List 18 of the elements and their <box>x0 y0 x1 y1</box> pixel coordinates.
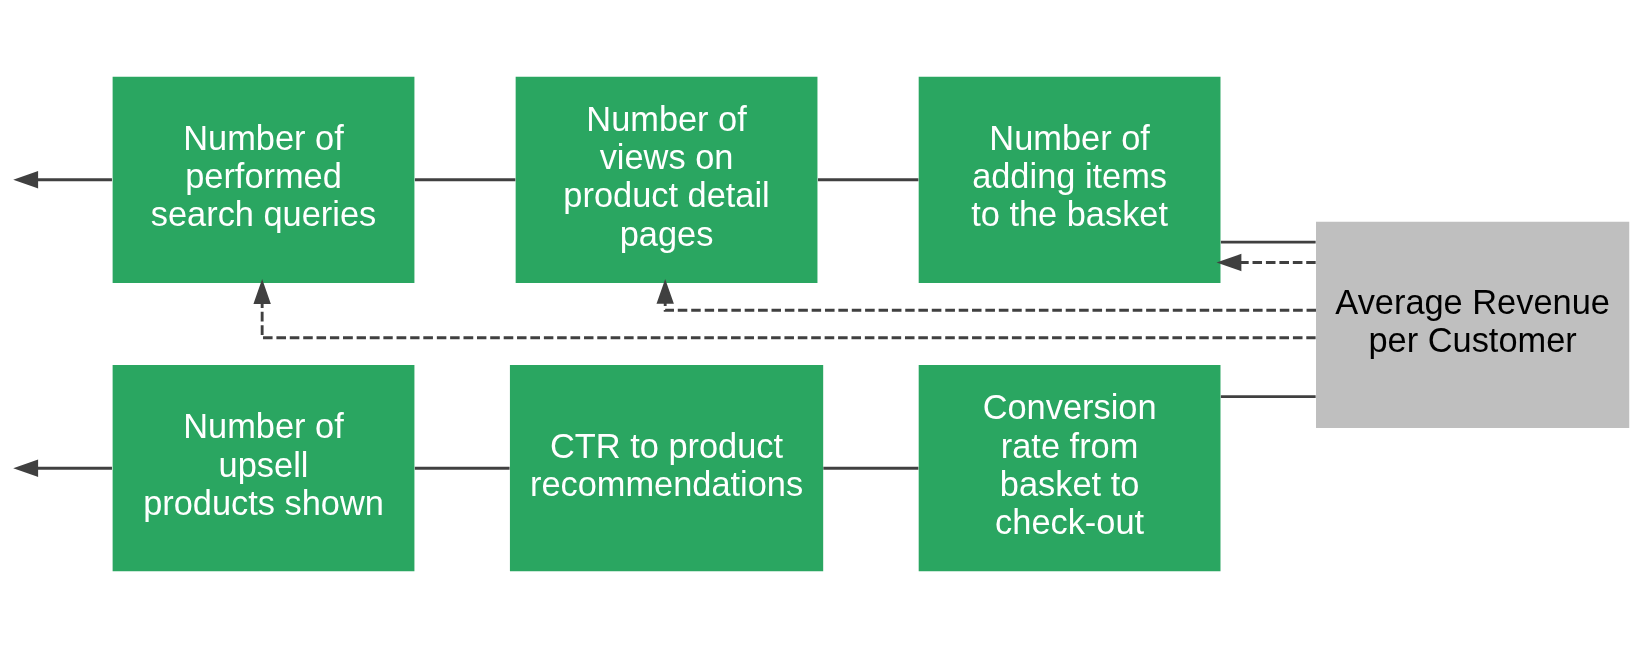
arrow <box>13 459 112 477</box>
node-box: Number of upsell products shown <box>112 364 415 571</box>
connector <box>823 466 919 470</box>
connector <box>1220 240 1316 244</box>
arrow <box>13 170 112 188</box>
connector <box>414 466 510 470</box>
node-box: Number of adding items to the basket <box>918 76 1221 283</box>
connector <box>817 177 919 181</box>
node-box: CTR to product recommendations <box>509 364 824 571</box>
arrow <box>656 278 1316 312</box>
node-box: Number of performed search queries <box>112 76 415 283</box>
arrow <box>253 278 1316 339</box>
node-box: Average Revenue per Customer <box>1316 221 1630 428</box>
node-box: Conversion rate from basket to check-out <box>918 364 1221 571</box>
connector <box>414 177 516 181</box>
connector <box>1220 394 1316 398</box>
node-box: Number of views on product detail pages <box>515 76 818 283</box>
arrow <box>1216 253 1316 271</box>
